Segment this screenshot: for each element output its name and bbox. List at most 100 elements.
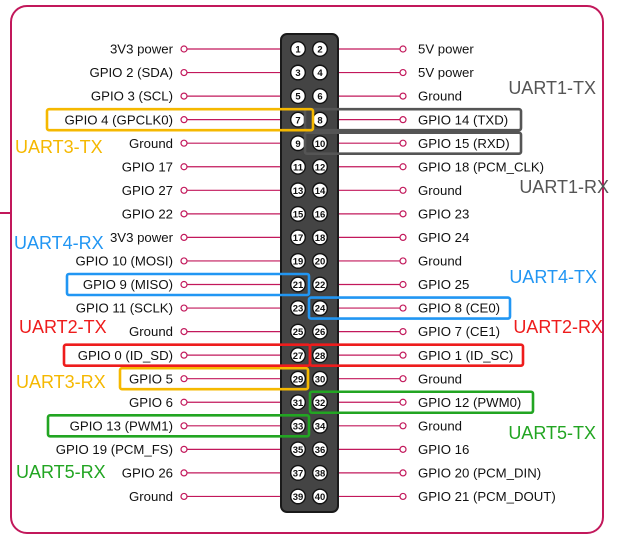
pin-17-label: 3V3 power	[110, 230, 174, 245]
pin-33-number: 33	[293, 421, 304, 432]
uart-label-uart5-rx: UART5-RX	[16, 462, 106, 482]
uart-box-pin-7	[45, 107, 315, 132]
pin-12-pad	[312, 158, 329, 175]
pin-38-label: GPIO 20 (PCM_DIN)	[418, 466, 541, 481]
pin-13-pad	[290, 182, 307, 199]
pin-21-label: GPIO 9 (MISO)	[83, 277, 173, 292]
pin-38-wire-end	[399, 469, 407, 477]
pin-1-pad	[290, 41, 307, 58]
pin-16-number: 16	[315, 209, 326, 220]
pin-37-number: 37	[293, 469, 304, 480]
pin-1-wire-end	[180, 45, 188, 53]
pin-21-wire-end	[180, 280, 188, 289]
pin-23-pad	[290, 300, 307, 317]
pin-11-pad	[290, 158, 307, 175]
pin-33-label: GPIO 13 (PWM1)	[70, 418, 173, 433]
pin-11-label: GPIO 17	[122, 159, 173, 174]
pin-35-wire-end	[180, 445, 188, 453]
pin-3-label: GPIO 2 (SDA)	[89, 65, 173, 80]
uart-box-pin-29	[118, 366, 310, 391]
pin-35-number: 35	[293, 445, 304, 456]
pin-10-number: 10	[315, 139, 326, 150]
pin-8-number: 8	[317, 115, 322, 126]
uart-labels: UART1-TXUART1-RXUART3-TXUART3-RXUART4-RX…	[14, 78, 609, 482]
pin-27-number: 27	[293, 351, 304, 362]
uart-box-pin-21	[65, 272, 311, 297]
pin-33-wire-end	[180, 422, 188, 430]
uart-label-uart4-rx: UART4-RX	[14, 233, 104, 253]
pin-19-wire-end	[180, 257, 188, 265]
pin-39-number: 39	[293, 492, 304, 503]
pin-37-wire-end	[180, 469, 188, 477]
pin-37-label: GPIO 26	[122, 466, 173, 481]
pin-36-label: GPIO 16	[418, 442, 469, 457]
pin-20-number: 20	[315, 257, 326, 268]
pin-26-pad	[312, 323, 329, 340]
pin-1-number: 1	[295, 45, 301, 56]
pin-14-wire-end	[399, 186, 407, 194]
uart-label-uart2-tx: UART2-TX	[19, 317, 107, 337]
pin-36-wire-end	[399, 445, 407, 453]
pin-13-number: 13	[293, 186, 304, 197]
pin-34-wire-end	[399, 422, 407, 430]
pin-5-pad	[290, 88, 307, 105]
pin-8-label: GPIO 14 (TXD)	[418, 112, 508, 127]
pin-1-label: 3V3 power	[110, 42, 174, 57]
pin-30-wire-end	[399, 375, 407, 383]
pin-25-wire-end	[180, 328, 188, 336]
pin-24-number: 24	[315, 304, 326, 315]
pin-6-pad	[312, 88, 329, 105]
pin-15-wire-end	[180, 210, 188, 218]
pin-37-pad	[290, 464, 307, 481]
uart-box-pin-10	[303, 131, 523, 155]
pin-21-number: 21	[293, 280, 304, 291]
pin-4-number: 4	[317, 68, 323, 79]
pin-10-wire-end	[399, 139, 407, 147]
pin-2-pad	[312, 41, 329, 58]
pin-4-wire-end	[399, 68, 407, 77]
pin-18-label: GPIO 24	[418, 230, 469, 245]
pin-12-number: 12	[315, 162, 326, 173]
pin-40-pad	[312, 488, 329, 505]
pin-3-pad	[290, 64, 307, 81]
pin-9-label: Ground	[129, 136, 173, 151]
pin-34-pad	[312, 417, 329, 434]
uart-box-pin-28	[308, 343, 525, 367]
pin-12-label: GPIO 18 (PCM_CLK)	[418, 159, 544, 174]
pin-26-number: 26	[315, 327, 326, 338]
pin-34-number: 34	[315, 421, 326, 432]
pin-40-wire-end	[399, 492, 407, 501]
pin-35-label: GPIO 19 (PCM_FS)	[56, 442, 173, 457]
pin-33-pad	[290, 417, 307, 434]
uart-label-uart1-rx: UART1-RX	[519, 177, 609, 197]
pin-11-number: 11	[293, 162, 304, 173]
pin-wires	[180, 45, 407, 501]
pin-4-pad	[312, 64, 329, 81]
pin-16-label: GPIO 23	[418, 206, 469, 221]
pin-28-wire-end	[399, 351, 407, 359]
pin-17-wire-end	[180, 233, 188, 241]
pin-23-number: 23	[293, 304, 304, 315]
pin-19-pad	[290, 252, 307, 269]
pin-25-pad	[290, 323, 307, 340]
pin-20-pad	[312, 252, 329, 269]
pin-29-wire-end	[180, 375, 188, 383]
pin-17-pad	[290, 229, 307, 246]
pin-23-label: GPIO 11 (SCLK)	[76, 301, 173, 316]
pin-16-pad	[312, 205, 329, 222]
pin-6-label: Ground	[418, 89, 462, 104]
pin-6-number: 6	[317, 92, 322, 103]
pin-22-label: GPIO 25	[418, 277, 469, 292]
pin-38-number: 38	[315, 469, 326, 480]
pin-14-pad	[312, 182, 329, 199]
pin-13-label: GPIO 27	[122, 183, 173, 198]
pin-14-number: 14	[315, 186, 326, 197]
pin-5-label: GPIO 3 (SCL)	[91, 89, 173, 104]
pin-40-number: 40	[315, 492, 326, 503]
pin-29-label: GPIO 5	[129, 371, 173, 386]
pin-2-wire-end	[399, 45, 407, 53]
pin-28-number: 28	[315, 351, 326, 362]
pin-10-label: GPIO 15 (RXD)	[418, 136, 510, 151]
